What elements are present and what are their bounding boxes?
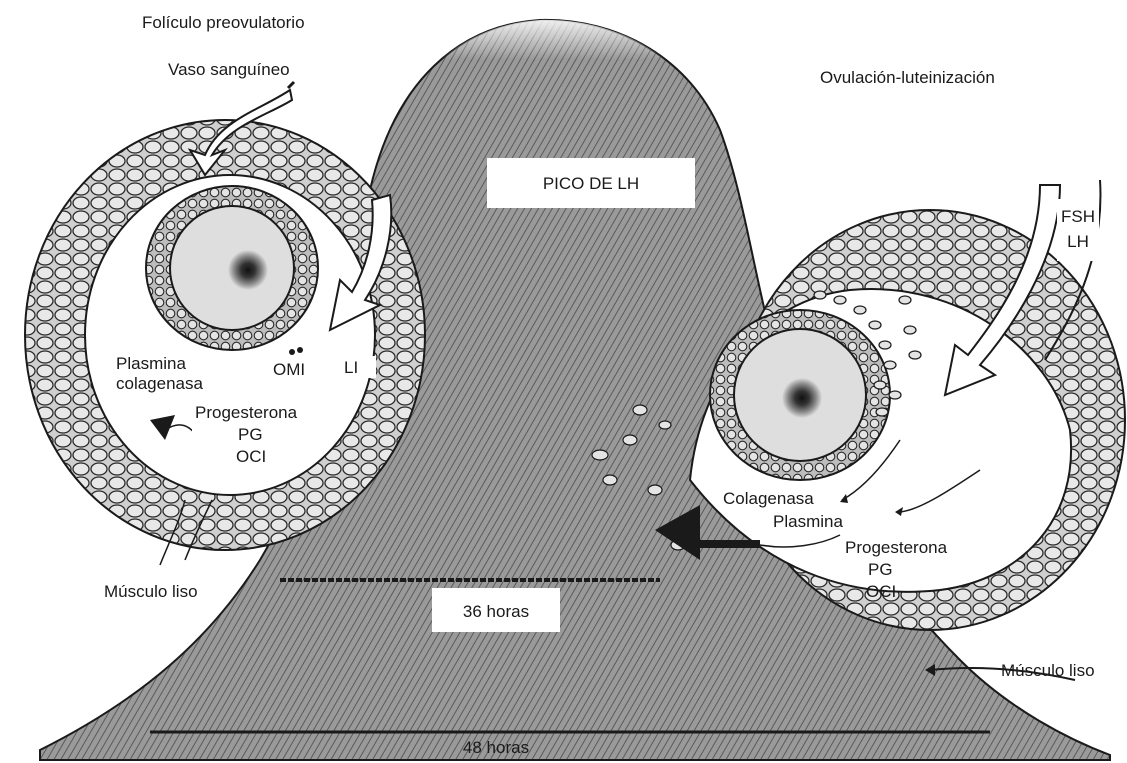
lh-label: LH bbox=[1067, 232, 1089, 251]
oci-left: OCI bbox=[236, 447, 266, 466]
pico-label: PICO DE LH bbox=[543, 174, 639, 193]
oocyte-nucleus-right bbox=[782, 378, 822, 418]
preovulatory-follicle bbox=[25, 120, 425, 550]
omi-label: OMI bbox=[273, 360, 305, 379]
follicle-title: Folículo preovulatorio bbox=[142, 13, 305, 32]
plasmina-right: Plasmina bbox=[773, 512, 843, 531]
colagenasa-right: Colagenasa bbox=[723, 489, 814, 508]
smooth-muscle-right: Músculo liso bbox=[1001, 661, 1095, 680]
fsh-label: FSH bbox=[1061, 207, 1095, 226]
progesterona-left: Progesterona bbox=[195, 403, 298, 422]
pg-right: PG bbox=[868, 560, 893, 579]
progesterona-right: Progesterona bbox=[845, 538, 948, 557]
48h-label: 48 horas bbox=[463, 738, 529, 757]
oci-right: OCI bbox=[866, 582, 896, 601]
plasmina-left: Plasmina bbox=[116, 354, 186, 373]
smooth-muscle-left: Músculo liso bbox=[104, 582, 198, 601]
pg-left: PG bbox=[238, 425, 263, 444]
36h-label: 36 horas bbox=[463, 602, 529, 621]
blood-vessel-label: Vaso sanguíneo bbox=[168, 60, 290, 79]
ovulation-label: Ovulación-luteinización bbox=[820, 68, 995, 87]
li-label: LI bbox=[344, 358, 358, 377]
colagenasa-left: colagenasa bbox=[116, 374, 204, 393]
oocyte-nucleus-left bbox=[228, 250, 268, 290]
